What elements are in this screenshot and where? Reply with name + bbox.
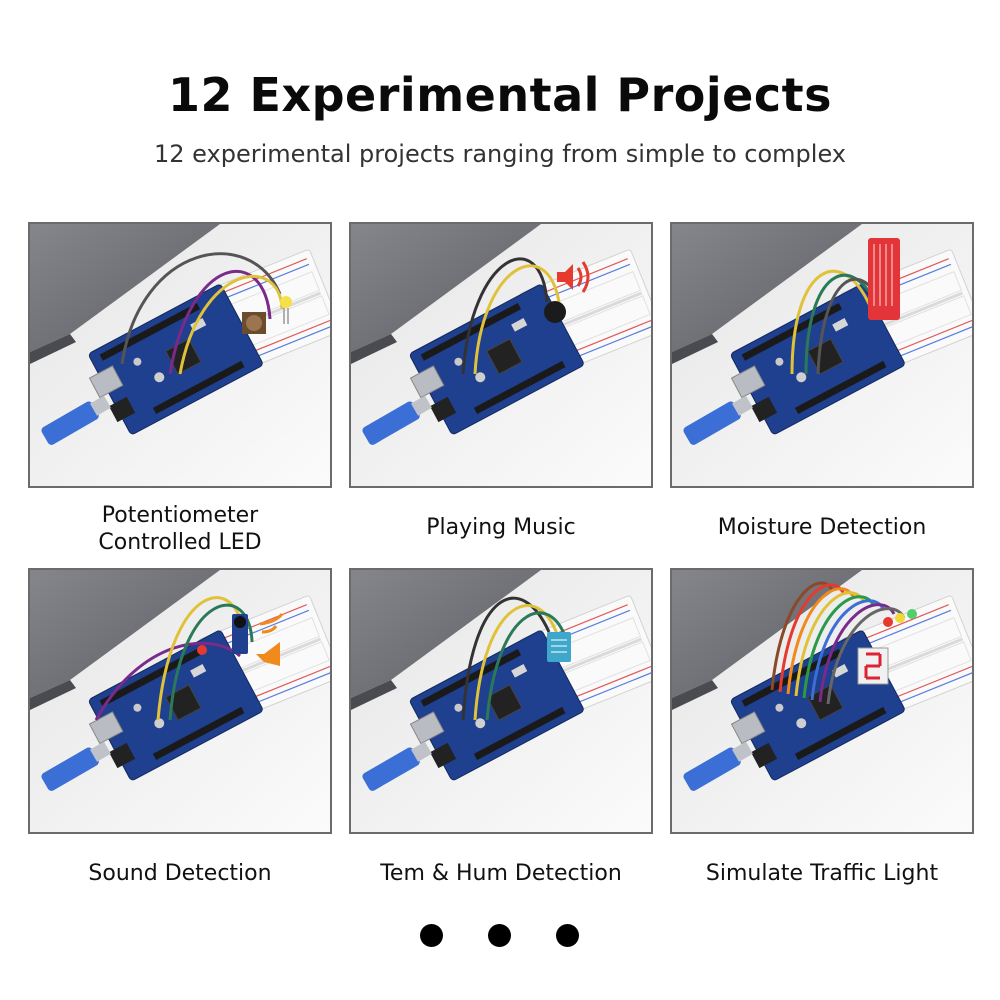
water-sensor-icon bbox=[868, 238, 900, 320]
project-label: Potentiometer Controlled LED bbox=[98, 503, 262, 555]
speaker-icon bbox=[256, 613, 284, 666]
project-card-playing-music[interactable] bbox=[349, 222, 653, 488]
project-card-sound-detection[interactable] bbox=[28, 568, 332, 834]
led-icon bbox=[280, 296, 292, 324]
pagination-dot[interactable] bbox=[556, 924, 579, 947]
buzzer-icon bbox=[544, 301, 566, 323]
page-subtitle: 12 experimental projects ranging from si… bbox=[154, 140, 846, 168]
dht-sensor-icon bbox=[547, 632, 571, 662]
project-photo bbox=[351, 570, 651, 832]
seven-segment-icon bbox=[857, 647, 889, 685]
page-title: 12 Experimental Projects bbox=[168, 68, 832, 122]
microphone-icon bbox=[232, 614, 248, 654]
pagination-dot[interactable] bbox=[420, 924, 443, 947]
led-icon bbox=[197, 645, 207, 655]
project-photo bbox=[672, 570, 972, 832]
project-label: Playing Music bbox=[426, 515, 576, 540]
project-photo bbox=[30, 224, 330, 486]
project-label: Moisture Detection bbox=[717, 515, 927, 540]
pagination-dots[interactable] bbox=[420, 924, 590, 948]
potentiometer-icon bbox=[242, 312, 266, 334]
project-photo bbox=[672, 224, 972, 486]
speaker-icon bbox=[557, 261, 590, 293]
project-photo bbox=[30, 570, 330, 832]
project-card-potentiometer-led[interactable] bbox=[28, 222, 332, 488]
project-card-moisture-detection[interactable] bbox=[670, 222, 974, 488]
project-card-tem-hum-detection[interactable] bbox=[349, 568, 653, 834]
project-label: Simulate Traffic Light bbox=[705, 861, 939, 886]
project-card-traffic-light[interactable] bbox=[670, 568, 974, 834]
pagination-dot[interactable] bbox=[488, 924, 511, 947]
project-label: Sound Detection bbox=[88, 861, 272, 886]
led-icon bbox=[883, 609, 917, 627]
project-label: Tem & Hum Detection bbox=[380, 861, 622, 886]
project-photo bbox=[351, 224, 651, 486]
